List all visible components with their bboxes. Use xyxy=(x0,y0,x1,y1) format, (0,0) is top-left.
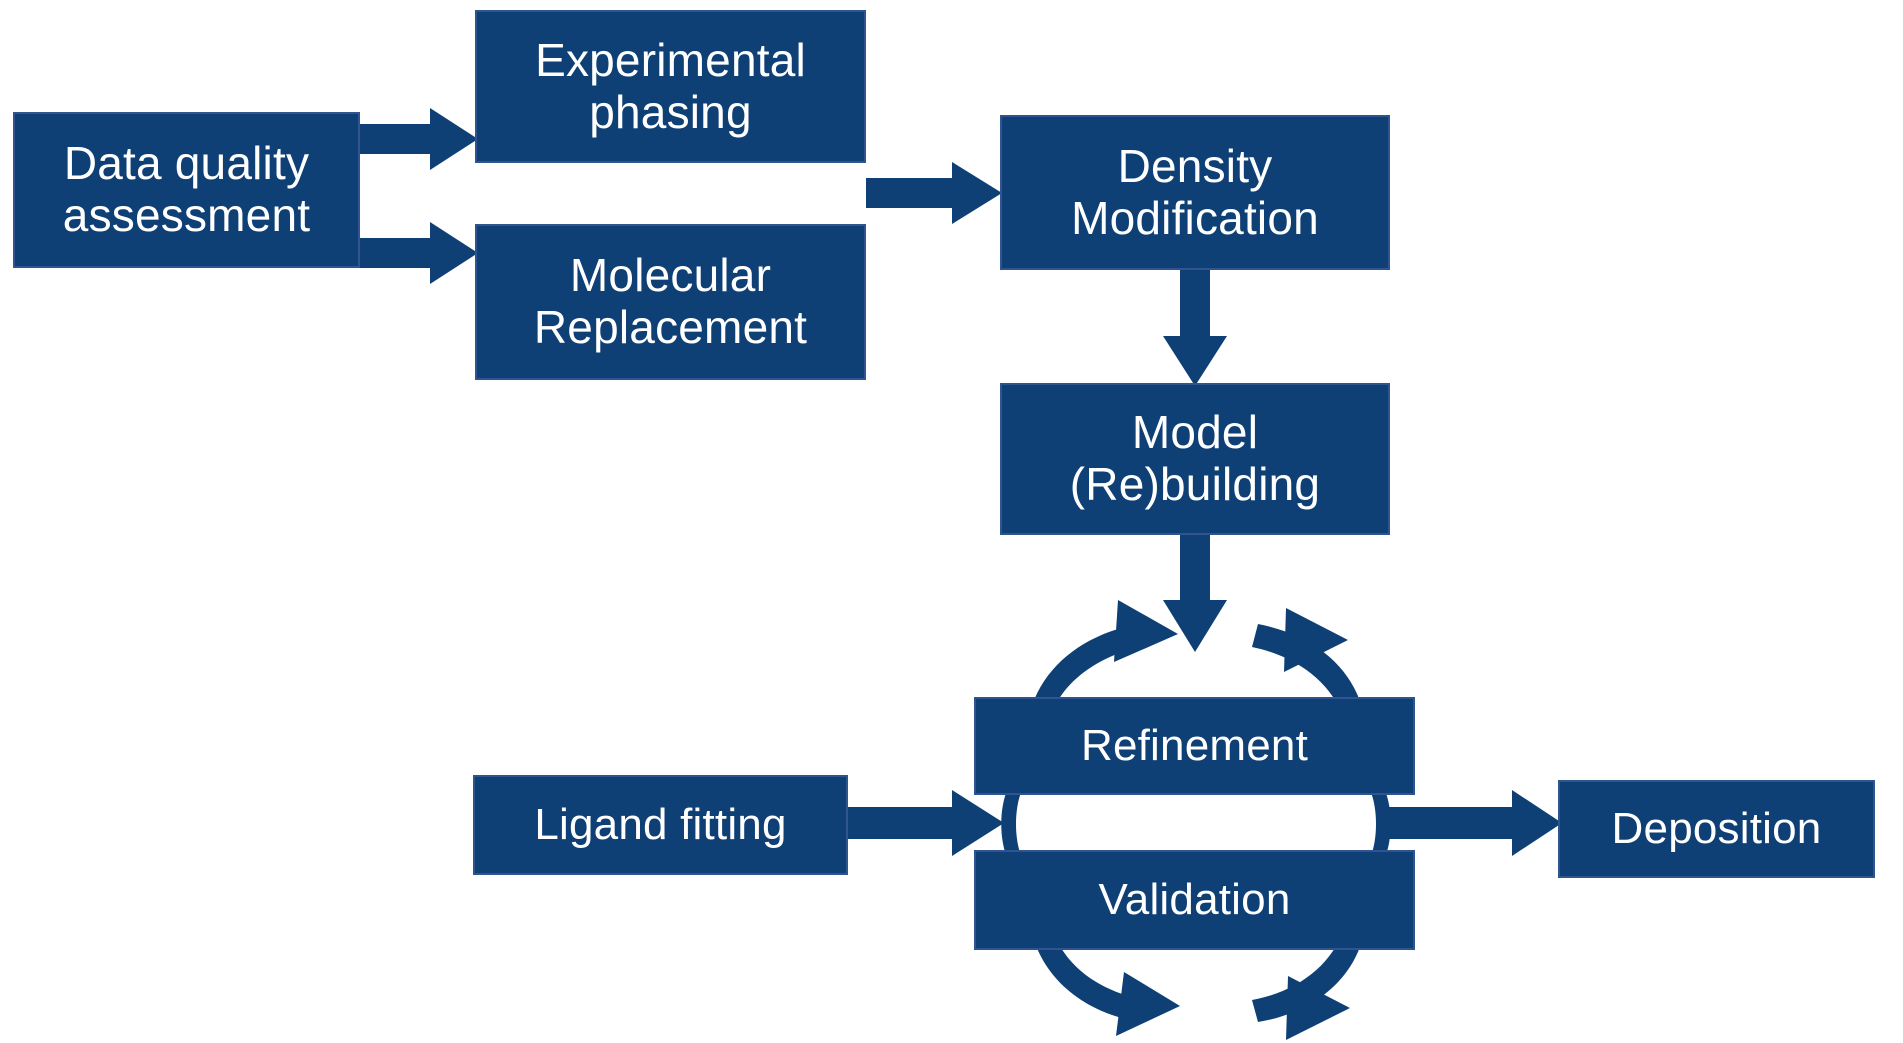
node-deposition[interactable]: Deposition xyxy=(1558,780,1875,878)
arrow-data-quality-to-mol-replacement xyxy=(355,222,478,284)
arrow-cycle-to-deposition xyxy=(1388,790,1562,856)
node-validation[interactable]: Validation xyxy=(974,850,1415,950)
arrow-phasing-to-density-mod xyxy=(866,162,1002,224)
node-ligand-fitting[interactable]: Ligand fitting xyxy=(473,775,848,875)
node-molecular-replacement[interactable]: Molecular Replacement xyxy=(475,224,866,380)
node-model-rebuilding[interactable]: Model (Re)building xyxy=(1000,383,1390,535)
arrow-data-quality-to-exp-phasing xyxy=(355,108,478,170)
node-density-modification[interactable]: Density Modification xyxy=(1000,115,1390,270)
node-experimental-phasing[interactable]: Experimental phasing xyxy=(475,10,866,163)
node-data-quality-assessment[interactable]: Data quality assessment xyxy=(13,112,360,268)
arrow-model-rebuilding-to-cycle xyxy=(1163,533,1227,652)
node-refinement[interactable]: Refinement xyxy=(974,697,1415,795)
arrow-ligand-fitting-to-cycle xyxy=(846,790,1004,856)
arrow-density-mod-to-model-rebuilding xyxy=(1163,268,1227,386)
